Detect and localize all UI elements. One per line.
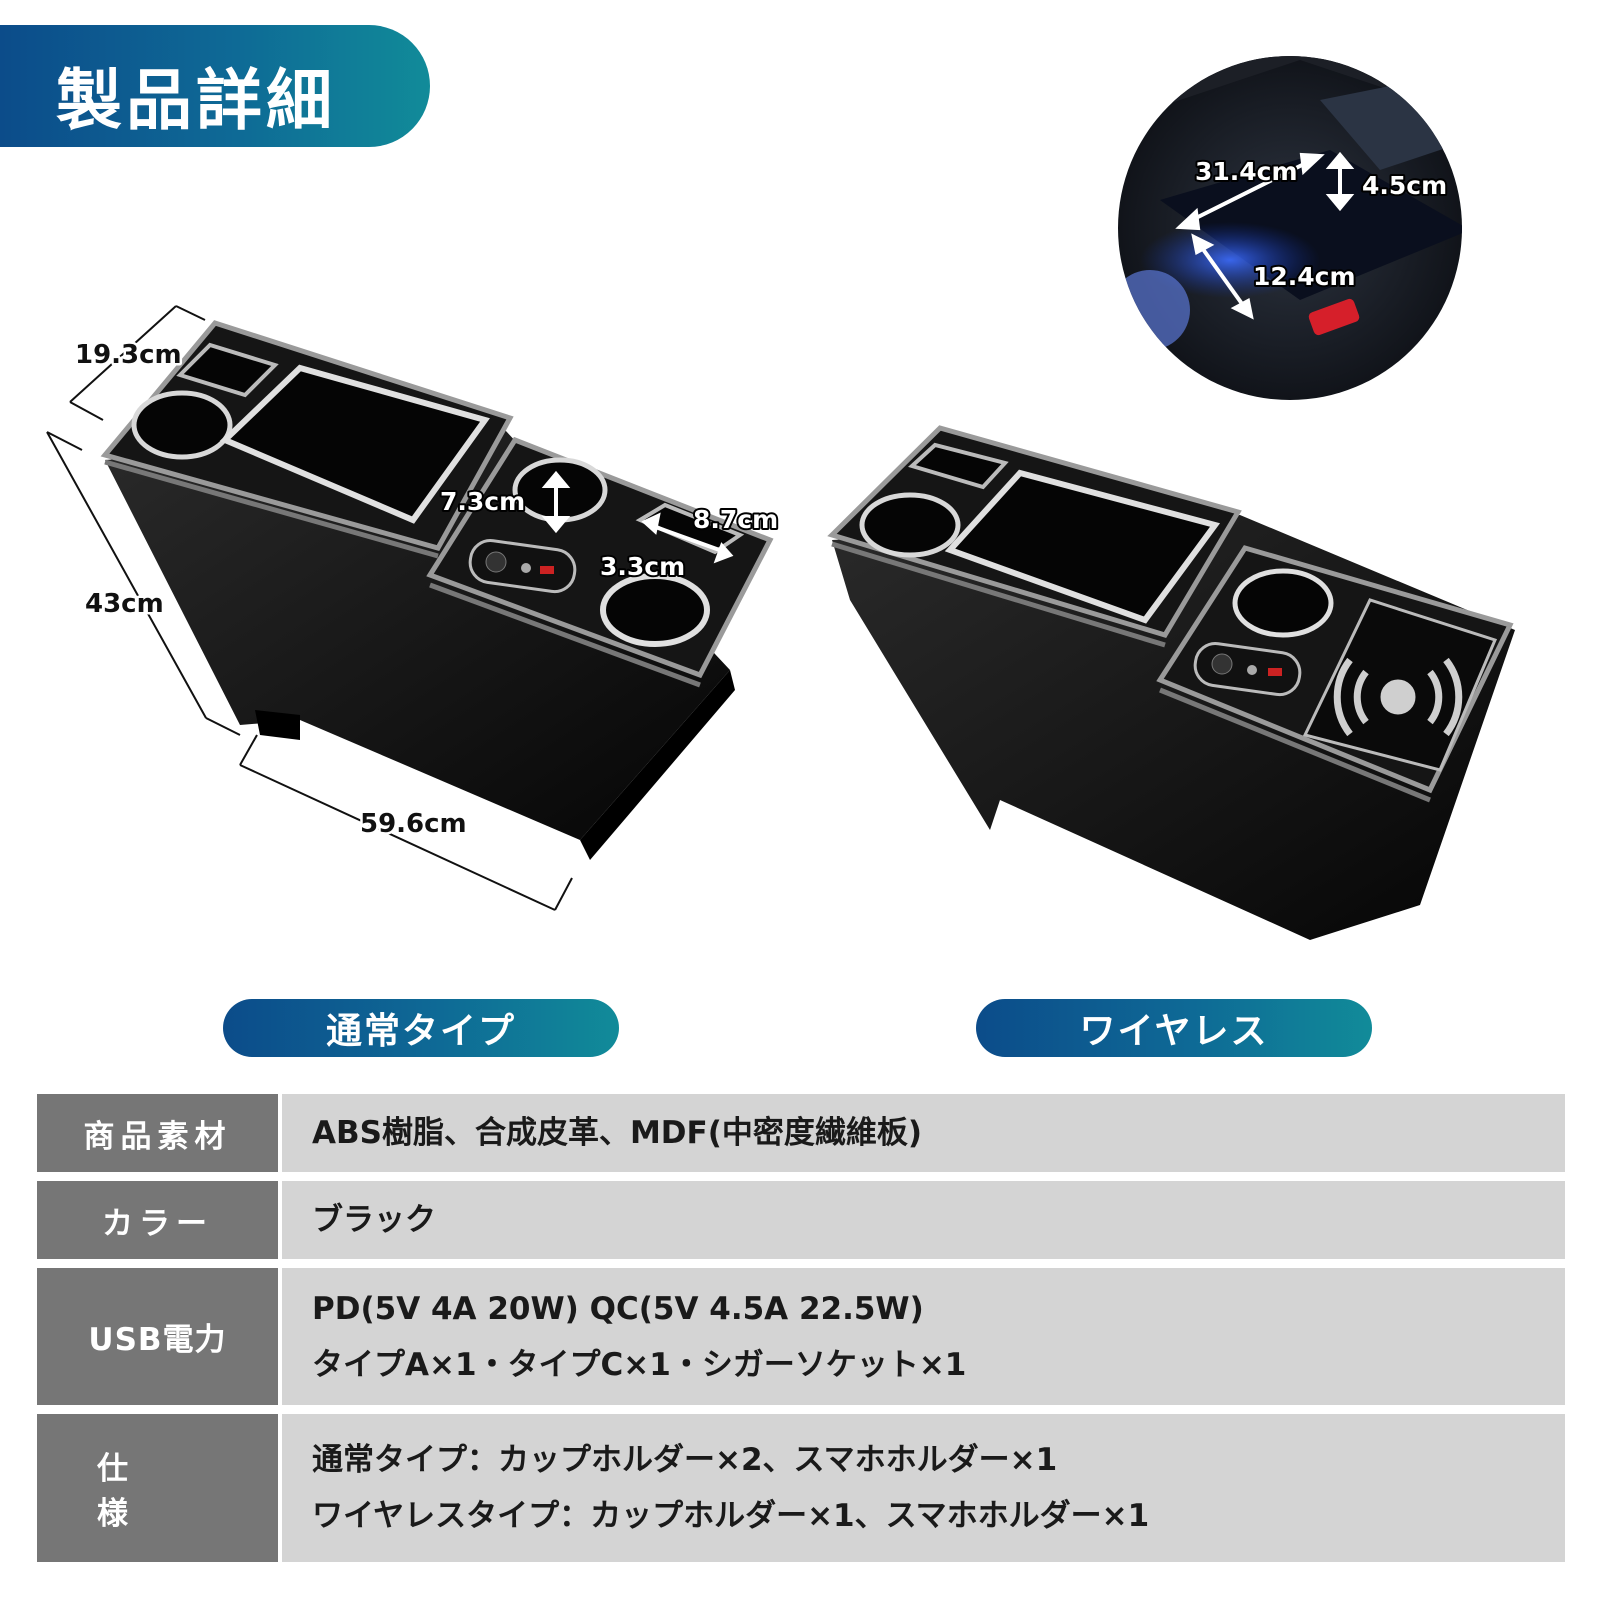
spec-value-line: ワイヤレスタイプ：カップホルダー×1、スマホホルダー×1 — [312, 1498, 1150, 1534]
inset-arrows — [1175, 151, 1355, 320]
standard-console-illustration — [100, 320, 774, 860]
spec-row-spec: 仕様 通常タイプ：カップホルダー×2、スマホホルダー×1 ワイヤレスタイプ：カッ… — [37, 1414, 1565, 1562]
spec-value-line: タイプA×1・タイプC×1・シガーソケット×1 — [312, 1346, 967, 1383]
spec-row-color: カラー ブラック — [37, 1181, 1565, 1259]
spec-row-material: 商品素材 ABS樹脂、合成皮革、MDF(中密度繊維板) — [37, 1094, 1565, 1172]
wireless-console-illustration — [827, 425, 1515, 940]
spec-value-line: PD(5V 4A 20W) QC(5V 4.5A 22.5W) — [312, 1290, 924, 1327]
dimension-tray-depth: 12.4cm — [1253, 262, 1356, 291]
page-title: 製品詳細 — [56, 62, 336, 139]
dimension-lines-standard — [46, 305, 573, 911]
dimension-phone-width: 3.3cm — [600, 552, 685, 581]
dimension-tray-height: 4.5cm — [1362, 171, 1447, 200]
type-label-wireless: ワイヤレス — [976, 999, 1372, 1057]
spec-value-line: 通常タイプ：カップホルダー×2、スマホホルダー×1 — [312, 1442, 1058, 1478]
dimension-width: 59.6cm — [360, 809, 467, 839]
dimension-depth: 19.3cm — [75, 340, 182, 370]
spec-key: カラー — [37, 1181, 278, 1259]
spec-value-line: ABS樹脂、合成皮革、MDF(中密度繊維板) — [312, 1115, 923, 1151]
dimension-phone-length: 8.7cm — [693, 505, 778, 534]
spec-key: 商品素材 — [37, 1094, 278, 1172]
spec-table: 商品素材 ABS樹脂、合成皮革、MDF(中密度繊維板) カラー ブラック USB… — [37, 1094, 1565, 1571]
cup-arrow — [541, 470, 571, 534]
product-scene: 19.3cm 43cm 59.6cm 7.3cm 8.7cm 3.3cm — [46, 56, 1515, 940]
dimension-tray-length: 31.4cm — [1195, 157, 1298, 186]
wireless-charging-icon — [1333, 657, 1463, 737]
spec-value: 通常タイプ：カップホルダー×2、スマホホルダー×1 ワイヤレスタイプ：カップホル… — [282, 1414, 1565, 1562]
spec-key: USB電力 — [37, 1268, 278, 1405]
dimension-height: 43cm — [85, 589, 164, 619]
phone-arrows — [641, 512, 734, 564]
spec-value-line: ブラック — [312, 1202, 436, 1238]
spec-value: ABS樹脂、合成皮革、MDF(中密度繊維板) — [282, 1094, 1565, 1172]
spec-key: 仕様 — [37, 1414, 278, 1562]
title-banner: 製品詳細 — [0, 25, 430, 147]
type-label-standard: 通常タイプ — [223, 999, 619, 1057]
inset-photo — [1118, 56, 1462, 400]
spec-value: PD(5V 4A 20W) QC(5V 4.5A 22.5W) タイプA×1・タ… — [282, 1268, 1565, 1405]
dimension-cup: 7.3cm — [440, 487, 525, 516]
spec-row-usb: USB電力 PD(5V 4A 20W) QC(5V 4.5A 22.5W) タイ… — [37, 1268, 1565, 1405]
spec-value: ブラック — [282, 1181, 1565, 1259]
